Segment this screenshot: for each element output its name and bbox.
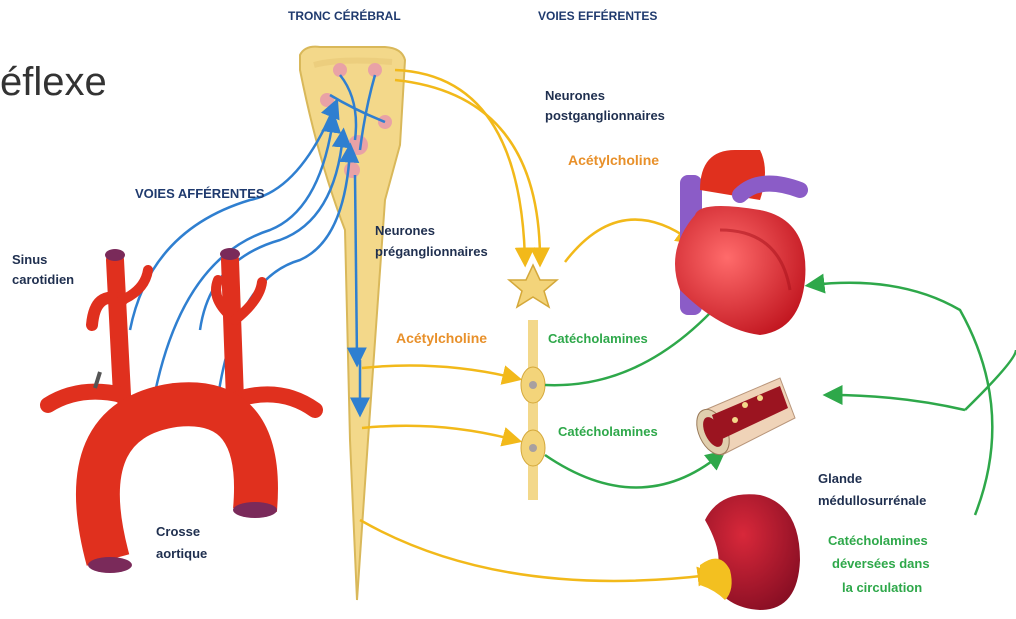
heart-illustration xyxy=(675,150,805,335)
label-acetylcholine-mid: Acétylcholine xyxy=(396,330,487,346)
label-catecholamines-circ-2: déversées dans xyxy=(832,556,930,571)
sympathetic-chain xyxy=(521,320,545,500)
label-acetylcholine-top: Acétylcholine xyxy=(568,152,659,168)
label-sinus-2: carotidien xyxy=(12,272,74,287)
ganglion-star xyxy=(509,265,557,307)
brainstem xyxy=(300,47,405,600)
label-catecholamines-circ-3: la circulation xyxy=(842,580,922,595)
label-neurones-post-2: postganglionnaires xyxy=(545,108,665,123)
label-tronc-cerebral: TRONC CÉRÉBRAL xyxy=(288,8,401,23)
blood-vessel-illustration xyxy=(690,378,795,460)
label-voies-efferentes: VOIES EFFÉRENTES xyxy=(538,8,657,23)
label-glande-2: médullosurrénale xyxy=(818,493,926,508)
label-catecholamines-2: Catécholamines xyxy=(558,424,658,439)
label-crosse-1: Crosse xyxy=(156,524,200,539)
label-neurones-pre-1: Neurones xyxy=(375,223,435,238)
label-catecholamines-1: Catécholamines xyxy=(548,331,648,346)
label-sinus-1: Sinus xyxy=(12,252,47,267)
title-fragment: éflexe xyxy=(0,60,107,104)
label-crosse-2: aortique xyxy=(156,546,207,561)
label-catecholamines-circ-1: Catécholamines xyxy=(828,533,928,548)
label-glande-1: Glande xyxy=(818,471,862,486)
label-voies-afferentes: VOIES AFFÉRENTES xyxy=(135,186,265,201)
label-neurones-post-1: Neurones xyxy=(545,88,605,103)
label-neurones-pre-2: préganglionnaires xyxy=(375,244,488,259)
adrenal-gland-illustration xyxy=(700,494,800,610)
